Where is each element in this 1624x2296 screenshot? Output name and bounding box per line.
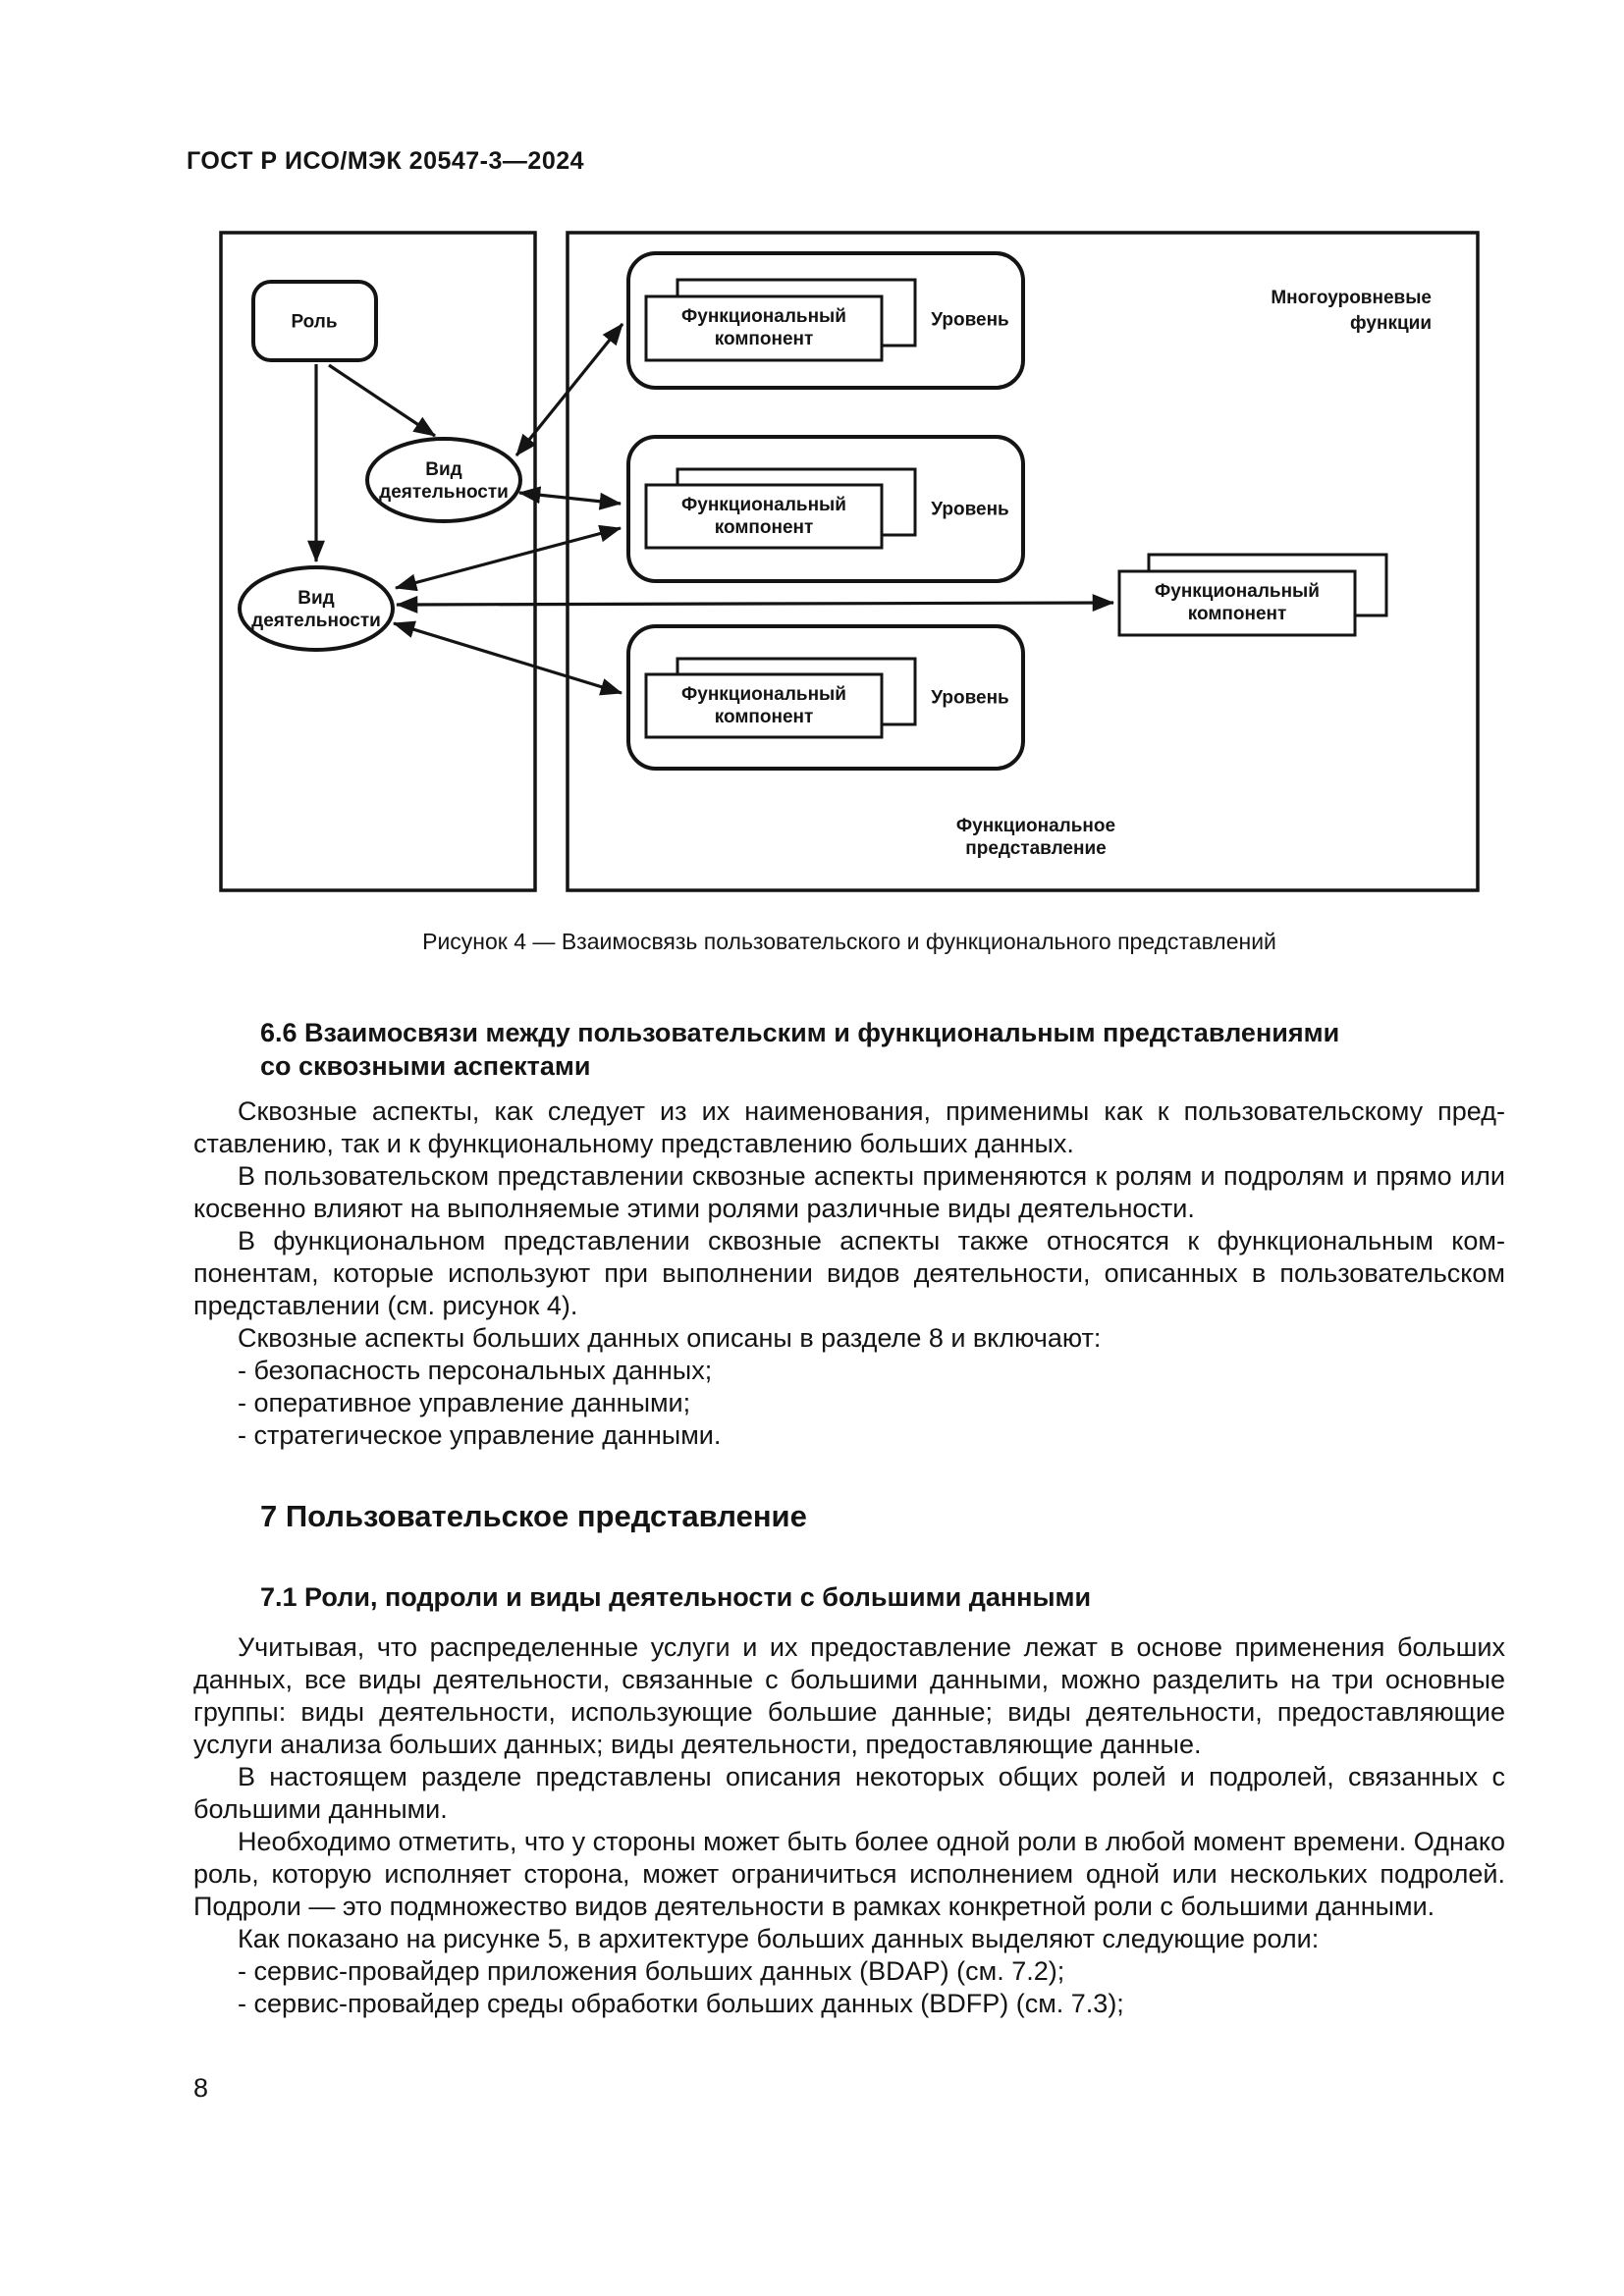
section-7-heading: 7 Пользовательское представление: [260, 1499, 807, 1533]
paragraph: В настоящем разделе представлены описани…: [193, 1762, 1505, 1824]
arrow-role-to-upper-activity: [328, 363, 436, 438]
page-number: 8: [193, 2073, 209, 2103]
list-item: - безопасность персональных данных;: [238, 1356, 713, 1385]
paragraph: Учитывая, что распределенные услуги и их…: [193, 1632, 1505, 1759]
arrow-lower-activity-level2: [394, 524, 623, 592]
arrow-lower-activity-level3: [392, 620, 623, 696]
multilevel-functions-label: Многоуровневые функции: [1271, 288, 1432, 334]
section-7-1-heading: 7.1 Роли, подроли и виды деятельности с …: [260, 1582, 1092, 1612]
section-6-6-heading: 6.6 Взаимосвязи между пользовательским и…: [260, 1018, 1340, 1081]
functional-component-box-3: [644, 672, 884, 739]
functional-component-box-4: [1117, 569, 1357, 637]
paragraph: Необходимо отметить, что у стороны может…: [193, 1827, 1505, 1921]
level-label-1: Уровень: [931, 309, 1009, 331]
functional-view-label: Функциональное представление: [955, 816, 1116, 859]
arrow-upper-activity-level2: [517, 486, 623, 510]
paragraph: Сквозные аспекты, как следует из их наим…: [193, 1096, 1505, 1158]
running-header: ГОСТ Р ИСО/МЭК 20547-3—2024: [187, 147, 585, 175]
list-item: - оперативное управление данными;: [238, 1388, 691, 1417]
figure-caption: Рисунок 4 — Взаимосвязь пользовательског…: [422, 929, 1276, 954]
level-label-2: Уровень: [931, 499, 1009, 520]
functional-component-label-1: Функциональный компонент: [681, 306, 846, 349]
figure-4-diagram: [219, 231, 1480, 892]
list-item: - сервис-провайдер среды обработки больш…: [238, 1989, 1124, 2018]
activity-label-lower: Вид деятельности: [251, 588, 381, 631]
body-text: 6.6 Взаимосвязи между пользовательским и…: [193, 1016, 1505, 2020]
paragraph: В пользовательском представлении сквозны…: [193, 1161, 1505, 1223]
functional-component-label-4: Функциональный компонент: [1155, 581, 1320, 624]
activity-ellipse-upper: [365, 437, 522, 523]
activity-ellipse-lower: [238, 565, 395, 652]
functional-component-box-2: [644, 483, 884, 550]
arrow-lower-activity-component: [395, 594, 1115, 614]
functional-component-label-3: Функциональный компонент: [681, 684, 846, 727]
list-item: - сервис-провайдер приложения больших да…: [238, 1956, 1065, 1986]
activity-label-upper: Вид деятельности: [379, 459, 509, 503]
paragraph: В функциональном представлении сквозные …: [193, 1226, 1505, 1320]
level-label-3: Уровень: [931, 687, 1009, 709]
arrow-upper-activity-level1: [514, 322, 624, 457]
functional-component-label-2: Функциональный компонент: [681, 495, 846, 538]
paragraph: Как показано на рисунке 5, в архитектуре…: [238, 1924, 1320, 1953]
list-item: - стратегическое управление данными.: [238, 1420, 722, 1450]
functional-component-box-1: [644, 294, 884, 362]
role-label: Роль: [291, 311, 338, 333]
role-box: [251, 280, 378, 362]
paragraph: Сквозные аспекты больших данных описаны …: [238, 1323, 1102, 1353]
